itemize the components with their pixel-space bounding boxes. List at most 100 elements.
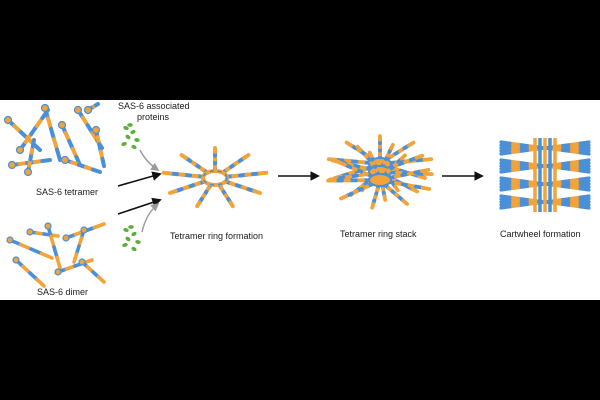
protein-head: [40, 103, 50, 113]
protein-segment: [72, 252, 79, 264]
protein-segment: [578, 187, 591, 192]
dimer-group: [6, 222, 106, 288]
protein-segment: [382, 194, 388, 202]
protein-segment: [578, 205, 591, 210]
associated-proteins-bottom: [122, 225, 141, 252]
protein-segment: [355, 144, 363, 152]
protein-head: [6, 236, 14, 244]
associated-protein: [128, 225, 134, 229]
protein-head: [80, 226, 88, 234]
protein-head: [91, 125, 101, 135]
associated-protein: [123, 125, 129, 131]
label-sas6-tetramer: SAS-6 tetramer: [36, 187, 99, 197]
protein-head: [44, 222, 52, 230]
associated-protein: [135, 240, 141, 244]
label-cartwheel: Cartwheel formation: [500, 229, 581, 239]
protein-segment: [499, 143, 512, 148]
protein-segment: [94, 102, 100, 108]
protein-segment: [499, 187, 512, 192]
arrow-dimer-to-ring: [117, 197, 162, 215]
protein-segment: [499, 169, 512, 174]
associated-protein: [123, 227, 129, 233]
protein-segment: [401, 198, 409, 206]
protein-segment: [499, 148, 512, 153]
protein-segment: [96, 275, 106, 284]
stack-hub: [368, 173, 392, 187]
label-associated-line2: proteins: [136, 112, 170, 122]
protein-segment: [370, 202, 376, 210]
protein-segment: [578, 161, 591, 166]
associated-protein: [131, 231, 137, 237]
protein-segment: [252, 189, 263, 195]
protein-segment: [49, 234, 56, 249]
label-associated-proteins: SAS-6 associated proteins: [118, 101, 190, 123]
cartwheel: [499, 138, 591, 212]
protein-segment: [499, 151, 512, 156]
protein-segment: [578, 169, 591, 174]
arrow-tetramer-to-ring: [117, 171, 162, 187]
protein-segment: [55, 255, 62, 270]
protein-segment: [410, 187, 420, 194]
label-associated-line1: SAS-6 associated: [118, 101, 190, 111]
protein-segment: [499, 197, 512, 202]
protein-segment: [499, 140, 512, 145]
associated-proteins-top: [121, 123, 140, 150]
protein-head: [23, 167, 33, 177]
arrow-gray-top: [139, 149, 160, 171]
protein-segment: [420, 167, 431, 174]
protein-head: [78, 258, 86, 266]
protein-head: [73, 105, 83, 115]
protein-segment: [52, 245, 59, 260]
protein-head: [60, 155, 70, 165]
protein-segment: [39, 251, 54, 260]
protein-segment: [578, 194, 591, 199]
protein-head: [3, 115, 13, 125]
tetramer-ring-stack: [326, 134, 434, 210]
protein-segment: [30, 138, 36, 149]
protein-segment: [393, 184, 400, 193]
label-ring-formation: Tetramer ring formation: [170, 231, 264, 241]
protein-segment: [499, 205, 512, 210]
protein-segment: [422, 157, 434, 162]
tetramer-group: [3, 102, 106, 177]
protein-head: [7, 160, 17, 170]
protein-segment: [578, 197, 591, 202]
protein-segment: [337, 160, 347, 167]
protein-head: [54, 268, 62, 276]
arrow-gray-bottom: [141, 202, 160, 233]
protein-segment: [499, 166, 512, 171]
protein-segment: [578, 176, 591, 181]
protein-segment: [578, 179, 591, 184]
protein-segment: [578, 148, 591, 153]
associated-protein: [130, 129, 136, 135]
protein-segment: [92, 222, 106, 230]
ring-hub-stripes: [202, 170, 228, 186]
protein-segment: [414, 153, 425, 160]
protein-head: [62, 234, 70, 242]
protein-segment: [91, 167, 102, 174]
protein-segment: [578, 202, 591, 207]
protein-segment: [339, 194, 349, 201]
protein-segment: [420, 185, 432, 191]
protein-segment: [228, 200, 235, 209]
protein-segment: [578, 184, 591, 189]
protein-head: [12, 256, 20, 264]
protein-segment: [417, 174, 427, 180]
protein-segment: [40, 158, 52, 163]
protein-segment: [499, 179, 512, 184]
protein-segment: [578, 151, 591, 156]
protein-segment: [18, 242, 33, 251]
protein-segment: [389, 142, 395, 151]
protein-segment: [578, 143, 591, 148]
ring-hub: [201, 169, 229, 187]
protein-segment: [100, 156, 106, 168]
protein-head: [15, 145, 25, 155]
protein-head: [83, 105, 93, 115]
associated-protein: [127, 123, 133, 127]
protein-segment: [35, 277, 46, 288]
protein-segment: [179, 153, 188, 160]
associated-protein: [122, 242, 128, 248]
protein-segment: [399, 153, 407, 161]
